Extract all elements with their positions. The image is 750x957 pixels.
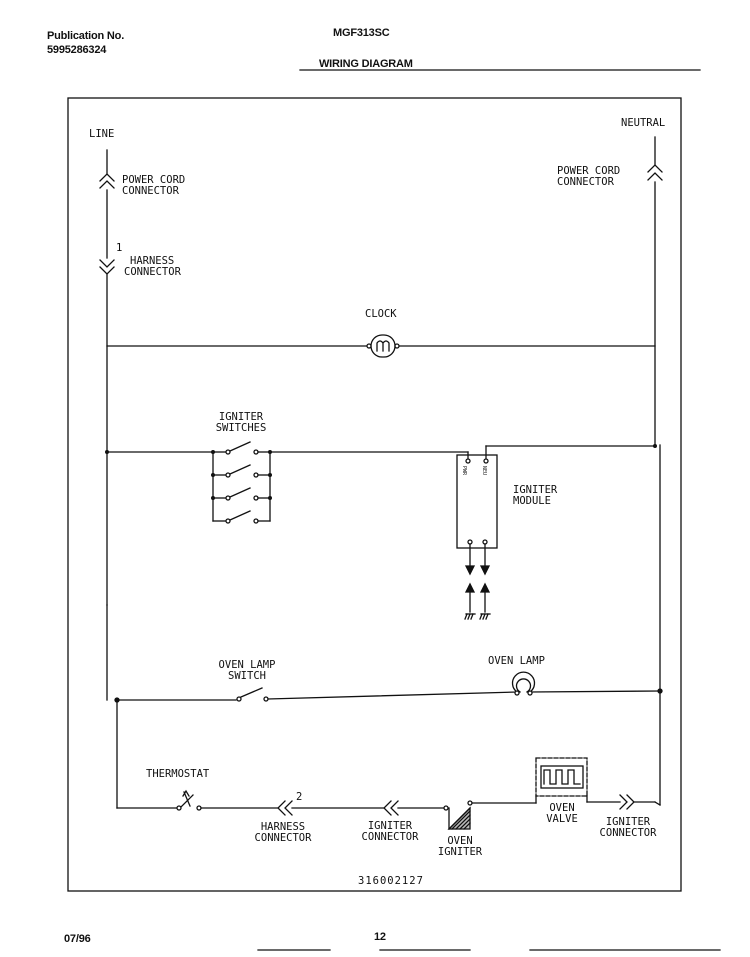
clock-rung bbox=[106, 334, 656, 358]
publication-label: Publication No. bbox=[47, 30, 125, 42]
pwr-terminal-label: PWR bbox=[461, 466, 467, 476]
neutral-bus bbox=[654, 136, 661, 806]
line-label: LINE bbox=[89, 128, 115, 140]
harness-connector-top bbox=[99, 259, 115, 275]
publication-number: 5995286324 bbox=[47, 44, 107, 56]
igniter-connector-mid bbox=[383, 800, 392, 816]
thermostat-symbol bbox=[183, 791, 191, 807]
page-number: 12 bbox=[374, 931, 386, 943]
footer-date: 07/96 bbox=[64, 933, 91, 945]
power-cord-connector-left bbox=[99, 173, 115, 189]
oven-lamp-label: OVEN LAMP bbox=[488, 655, 545, 667]
clock-label: CLOCK bbox=[365, 308, 397, 320]
diagram-frame bbox=[67, 97, 682, 892]
igniter-switch-contacts bbox=[212, 441, 271, 524]
igniter-module-box bbox=[456, 454, 498, 620]
harness-connector-bottom bbox=[277, 800, 286, 816]
oven-circuit-rung bbox=[116, 757, 661, 830]
harness-bottom-number: 2 bbox=[296, 791, 303, 803]
thermostat-label: THERMOSTAT bbox=[146, 768, 210, 780]
neutral-label: NEUTRAL bbox=[621, 117, 666, 129]
model-number: MGF313SC bbox=[333, 27, 390, 39]
diagram-title: WIRING DIAGRAM bbox=[319, 58, 413, 70]
igniter-connector-right bbox=[619, 794, 628, 810]
part-number: 316002127 bbox=[358, 875, 424, 887]
power-cord-connector-right bbox=[647, 164, 663, 181]
oven-lamp-rung bbox=[106, 604, 663, 703]
igniter-switches-rung bbox=[105, 441, 657, 524]
oven-lamp-bulb bbox=[511, 671, 536, 693]
neu-terminal-label: NEU bbox=[481, 466, 487, 476]
harness-top-number: 1 bbox=[116, 242, 123, 254]
line-bus bbox=[106, 149, 118, 809]
oven-valve-symbol bbox=[535, 757, 588, 804]
